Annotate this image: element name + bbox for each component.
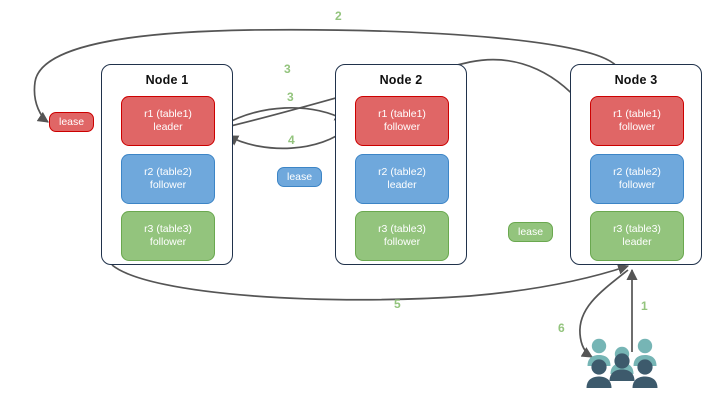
replica-n3-r2[interactable]: r2 (table2) follower (590, 154, 684, 204)
replica-n1-r1[interactable]: r1 (table1) leader (121, 96, 215, 146)
replica-name: r2 (table2) (613, 166, 661, 178)
node-title: Node 2 (379, 73, 423, 87)
replica-role: follower (149, 179, 187, 191)
replica-role: follower (383, 121, 421, 133)
step-label-5: 5 (394, 297, 401, 311)
step-label-6: 6 (558, 321, 565, 335)
lease-badge-r1[interactable]: lease (49, 112, 95, 132)
replica-n3-r1[interactable]: r1 (table1) follower (590, 96, 684, 146)
replica-n1-r3[interactable]: r3 (table3) follower (121, 211, 215, 261)
replica-role: follower (383, 236, 421, 248)
replica-role: leader (622, 236, 652, 248)
replica-name: r2 (table2) (378, 166, 426, 178)
replica-name: r1 (table1) (144, 108, 192, 120)
replica-role: follower (149, 236, 187, 248)
replica-role: leader (387, 179, 417, 191)
node-title: Node 3 (614, 73, 658, 87)
node-box-3[interactable]: Node 3 r1 (table1) follower r2 (table2) … (570, 64, 702, 265)
edge-step-3-short (221, 107, 346, 127)
node-box-1[interactable]: Node 1 r1 (table1) leader r2 (table2) fo… (101, 64, 233, 265)
node-box-2[interactable]: Node 2 r1 (table1) follower r2 (table2) … (335, 64, 467, 265)
step-label-3a: 3 (284, 62, 291, 76)
step-label-1: 1 (641, 299, 648, 313)
replica-name: r3 (table3) (144, 223, 192, 235)
replica-name: r2 (table2) (144, 166, 192, 178)
replica-n2-r3[interactable]: r3 (table3) follower (355, 211, 449, 261)
replica-n2-r2[interactable]: r2 (table2) leader (355, 154, 449, 204)
replica-n3-r3[interactable]: r3 (table3) leader (590, 211, 684, 261)
step-label-2: 2 (335, 9, 342, 23)
replica-role: follower (618, 179, 656, 191)
people-group-icon (586, 338, 658, 388)
lease-badge-r3[interactable]: lease (508, 222, 554, 242)
replica-name: r1 (table1) (378, 108, 426, 120)
edge-step-5 (111, 263, 630, 301)
replica-name: r3 (table3) (378, 223, 426, 235)
edge-step-2 (33, 28, 619, 123)
replica-role: leader (153, 121, 183, 133)
step-label-4: 4 (288, 133, 295, 147)
lease-badge-r2[interactable]: lease (277, 167, 323, 187)
step-label-3b: 3 (287, 90, 294, 104)
edge-step-6 (579, 269, 629, 358)
replica-n2-r1[interactable]: r1 (table1) follower (355, 96, 449, 146)
replica-role: follower (618, 121, 656, 133)
replica-name: r1 (table1) (613, 108, 661, 120)
replica-name: r3 (table3) (613, 223, 661, 235)
replica-n1-r2[interactable]: r2 (table2) follower (121, 154, 215, 204)
node-title: Node 1 (145, 73, 189, 87)
